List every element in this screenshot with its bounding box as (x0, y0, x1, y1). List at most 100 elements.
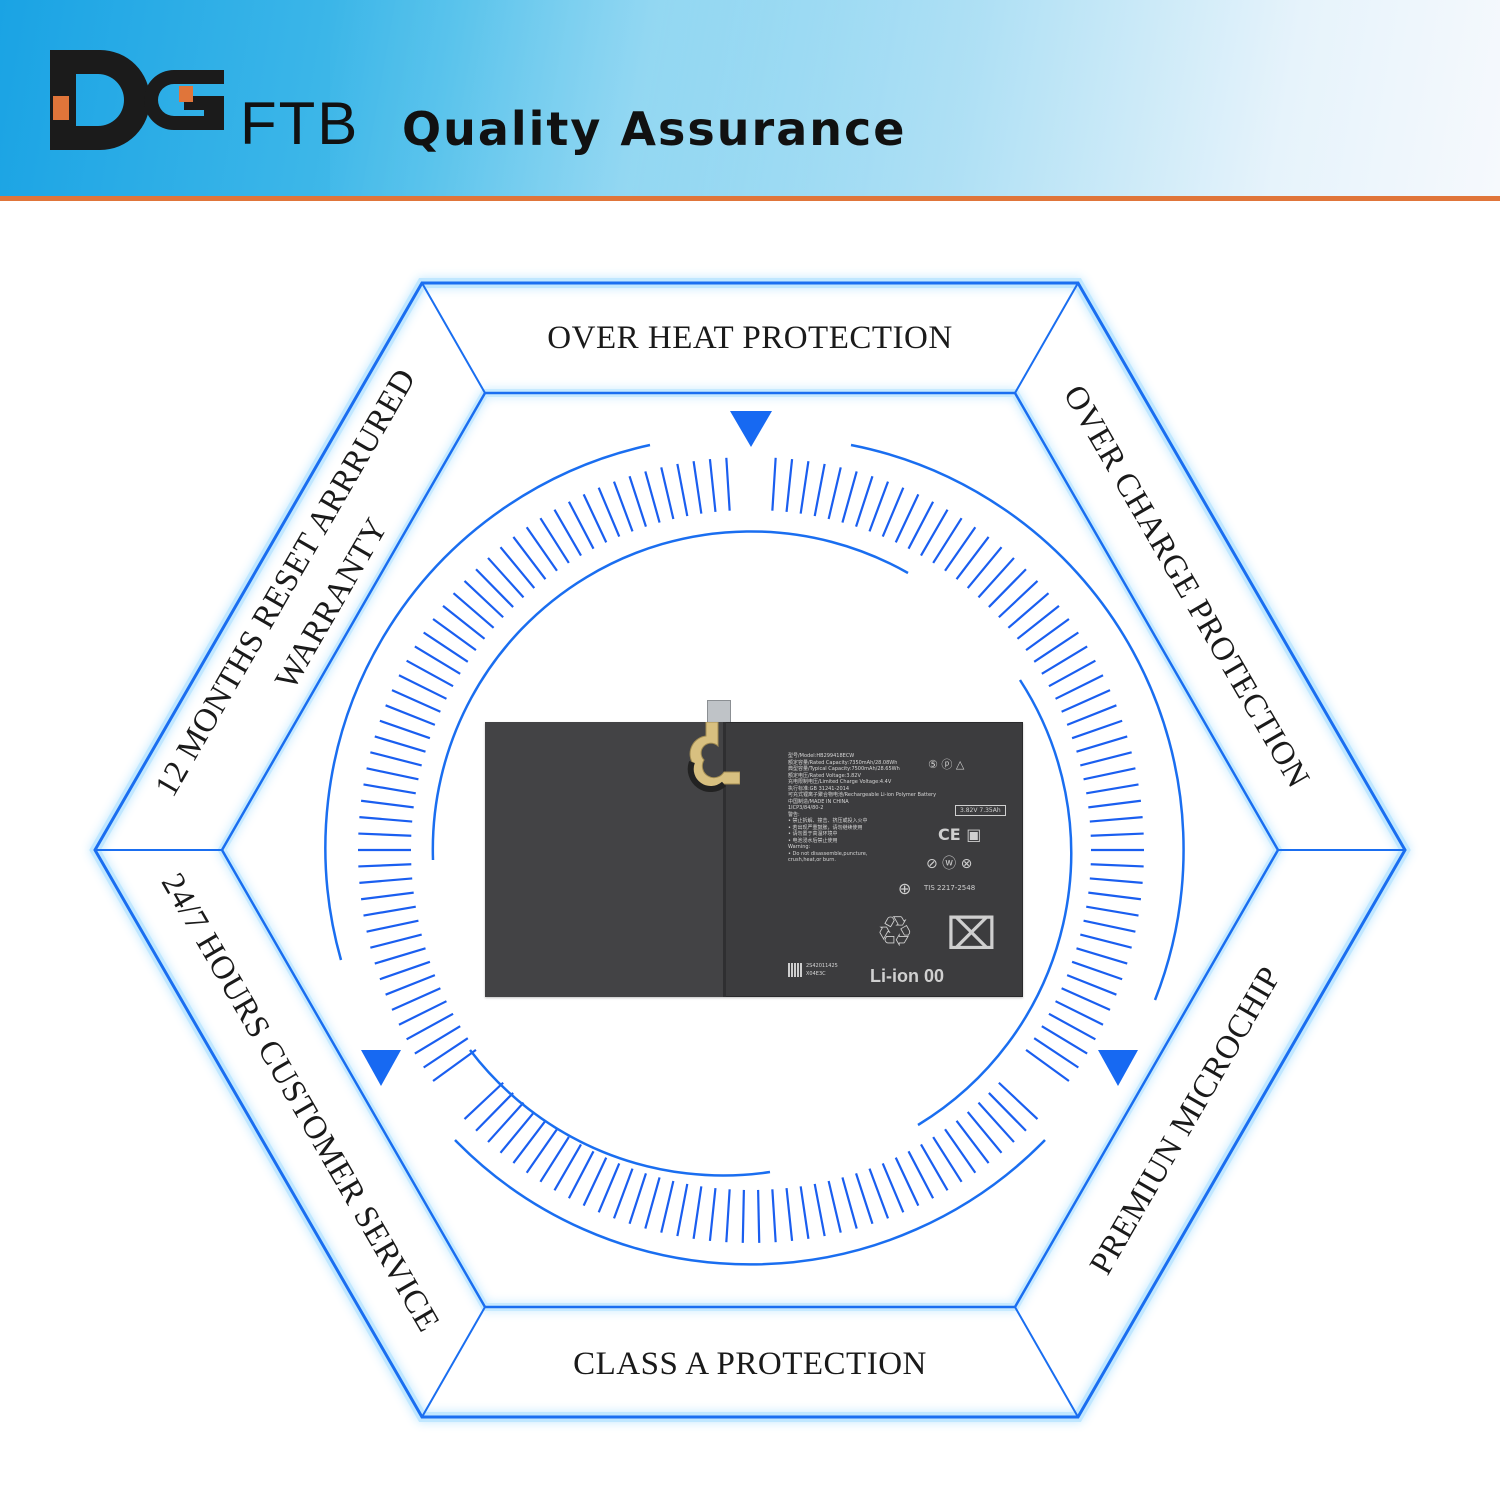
ring-tick (644, 1177, 661, 1229)
battery-label-line: crush,heat,or burn. (788, 857, 836, 863)
ring-tick (799, 1186, 810, 1239)
ring-tick (358, 863, 412, 868)
ring-tick (1007, 592, 1050, 629)
ring-tick (358, 832, 412, 837)
battery-label-line: • 请勿置于高温环境中 (788, 831, 838, 837)
ring-tick (1061, 689, 1111, 713)
serial-line-2: X04E3C (806, 971, 826, 977)
battery-label-line: 充电限制电压/Limited Charge Voltage:4.4V (788, 779, 892, 785)
battery-label-line: 警告: (788, 811, 800, 818)
ring-tick (785, 1188, 794, 1241)
battery-flex-cable (687, 722, 740, 792)
ring-tick (359, 877, 413, 884)
ring-tick (379, 960, 431, 981)
ring-tick (676, 463, 689, 517)
ring-tick (539, 517, 570, 564)
battery-label-line: 额定容量/Rated Capacity:7350mAh/28.08Wh (788, 759, 898, 766)
ring-tick (725, 457, 731, 511)
ring-tick (708, 459, 717, 512)
ring-tick (1066, 974, 1117, 996)
ring-tick (1090, 863, 1144, 868)
ring-tick (725, 1189, 731, 1243)
ring-tick (977, 1101, 1015, 1143)
ring-tick (597, 1163, 621, 1213)
ring-tick (881, 487, 905, 537)
ring-tick (1076, 947, 1128, 965)
ring-tick (432, 618, 477, 652)
battery-label-line: 执行标准:GB 31241-2014 (788, 785, 850, 792)
battery-label-line: 1ICP3/84/80-2 (788, 805, 824, 811)
ring-tick (391, 987, 441, 1011)
qr-code-icon (788, 963, 802, 977)
ring-tick (385, 704, 436, 726)
ring-tick (998, 580, 1039, 619)
ring-tick (1086, 905, 1139, 917)
ring-tick (988, 1092, 1027, 1132)
ring-tick (1080, 751, 1132, 767)
down-arrow-icon (1098, 1050, 1138, 1086)
ring-tick (1061, 987, 1111, 1011)
ce-mark-icon: CE ▣ (938, 825, 982, 844)
ring-tick (612, 1168, 634, 1219)
tis-standard: TIS 2217-2548 (924, 884, 976, 892)
ring-tick (827, 1180, 842, 1233)
ring-tick (370, 751, 422, 767)
ring-tick (499, 1111, 536, 1154)
ring-tick (512, 536, 547, 580)
ring-tick (988, 568, 1027, 608)
ring-tick (813, 463, 826, 517)
ring-tick (366, 919, 419, 933)
ring-tick (628, 475, 647, 527)
recycle-icon: ♲ (876, 907, 914, 956)
ring-tick (868, 1168, 890, 1219)
tick-ring (358, 457, 1144, 1243)
ring-tick (487, 1101, 525, 1143)
header-sheen (330, 0, 1230, 196)
ring-tick (1033, 631, 1079, 663)
battery-label-line: 额定电压/Rated Voltage:3.82V (788, 772, 861, 779)
crossed-bin-icon: ⌧ (946, 909, 997, 960)
ring-tick (894, 1157, 920, 1207)
ring-tick (398, 674, 447, 700)
ring-tick (359, 816, 413, 823)
battery-image (485, 722, 1023, 997)
feature-over-charge: OVER CHARGE PROTECTION (1056, 379, 1316, 794)
ring-tick (977, 557, 1015, 599)
ring-tick (360, 799, 414, 809)
ring-tick (1080, 933, 1132, 949)
ring-tick (855, 1173, 874, 1225)
ring-tick (414, 645, 461, 675)
battery-voltage-box: 3.82V 7.35Ah (955, 805, 1006, 816)
ring-tick (1089, 816, 1143, 823)
ring-tick (1048, 1012, 1096, 1041)
ring-tick (1041, 1025, 1088, 1055)
ring-tick (771, 457, 777, 511)
ring-tick (881, 1163, 905, 1213)
ring-tick (1086, 783, 1139, 795)
ring-tick (955, 1120, 990, 1164)
ring-tick (660, 1180, 675, 1233)
ring-tick (463, 580, 504, 619)
down-arrow-icon (361, 1050, 401, 1086)
ring-tick (741, 1189, 745, 1243)
ring-tick (1041, 645, 1088, 675)
ring-tick (525, 526, 558, 572)
ring-tick (907, 1150, 935, 1199)
ring-tick (966, 546, 1003, 589)
outer-ring-arcs (324, 443, 1185, 1266)
ring-tick (406, 659, 454, 688)
ring-tick (855, 475, 874, 527)
ring-tick (692, 1186, 703, 1239)
ring-tick (757, 1189, 761, 1243)
ring-tick (391, 689, 441, 713)
ring-tick (955, 536, 990, 580)
serial-line-1: 2S42011425 (806, 963, 838, 969)
ring-tick (379, 719, 431, 740)
ring-tick (676, 1183, 689, 1237)
ring-tick (932, 517, 963, 564)
ring-tick (370, 933, 422, 949)
ring-tick (868, 481, 890, 532)
ring-tick (567, 1150, 595, 1199)
ring-tick (582, 493, 608, 543)
ring-tick (432, 1048, 477, 1082)
